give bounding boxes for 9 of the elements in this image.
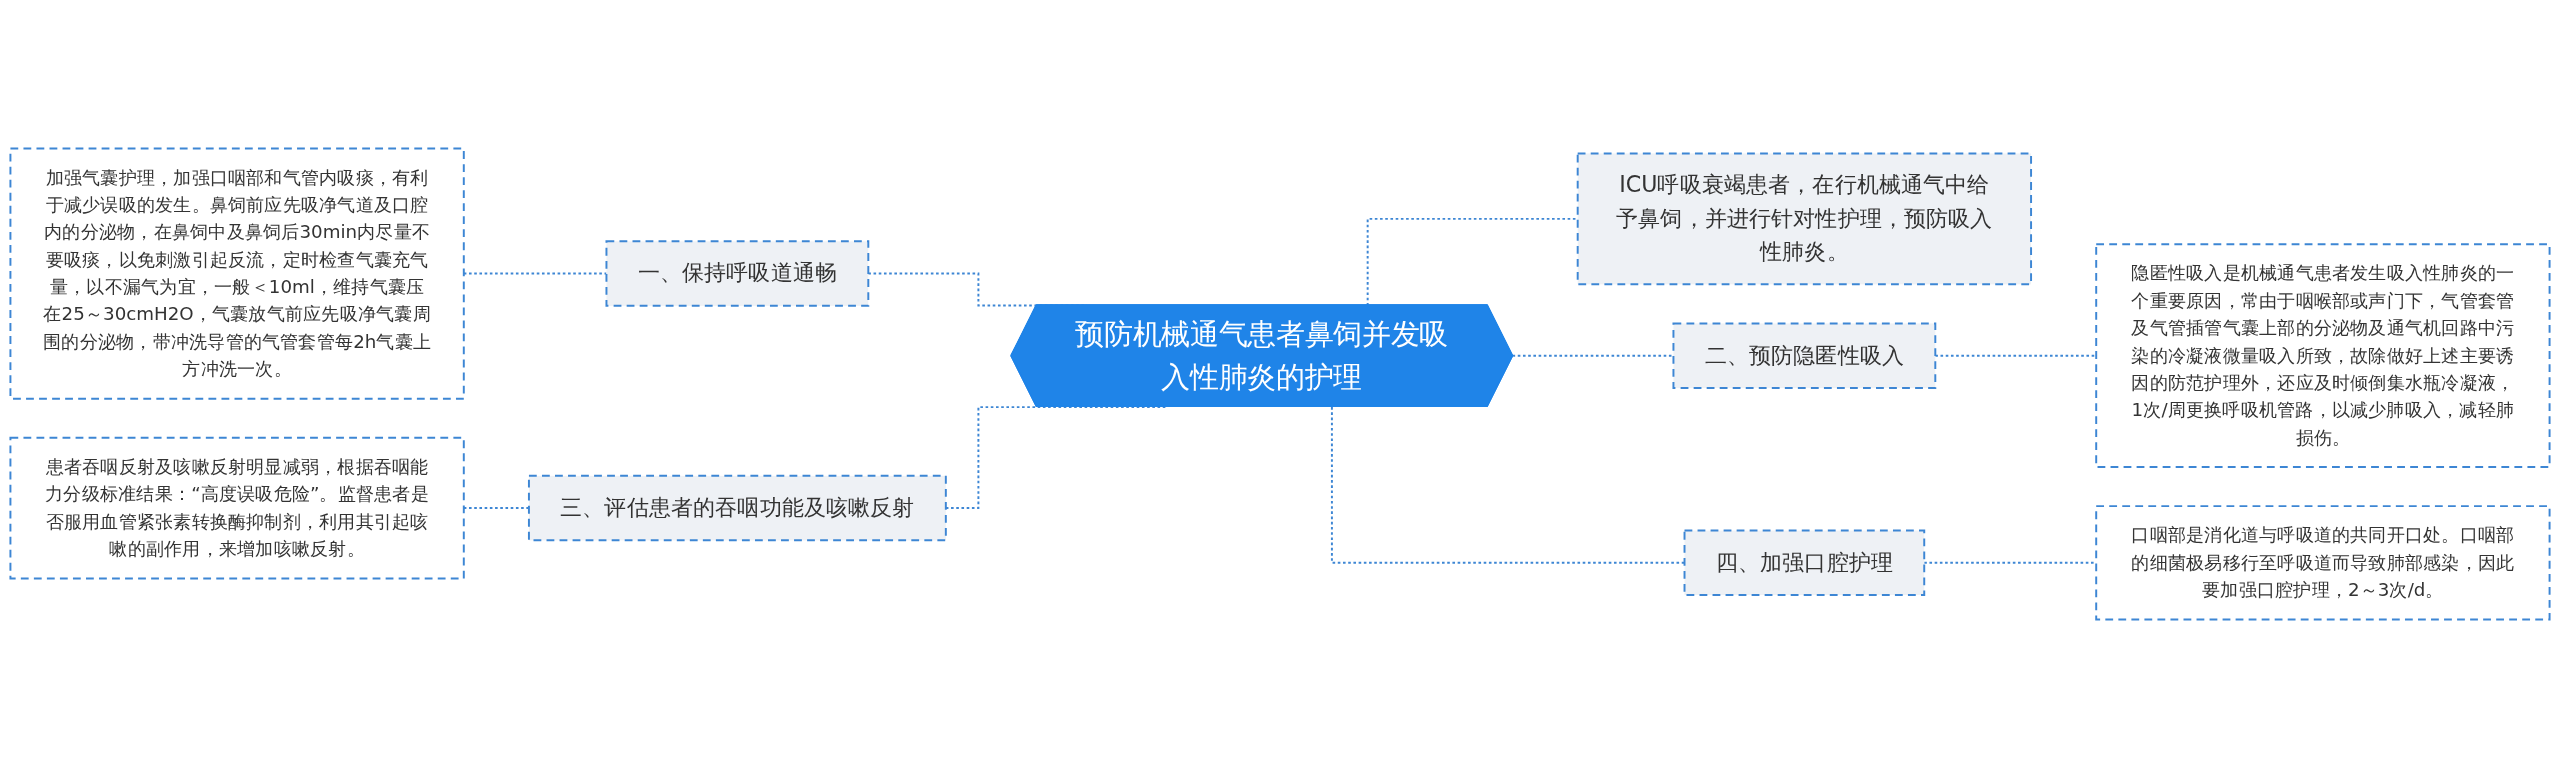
node-box: 加强气囊护理，加强口咽部和气管内吸痰，有利于减少误吸的发生。鼻饲前应先吸净气道及口腔内的分泌物，在鼻饲中及鼻饲后30min内尽量不要吸痰，以免刺激引起反流，定时检查气囊充气量，以不漏气为宜，一般＜10ml，维持气囊压在25～30cmH2O，气囊放气前应先吸净气囊周围的分泌物，带冲洗导管的气管套管每2h气囊上方冲洗一次。: [9, 147, 465, 400]
node-box: ICU呼吸衰竭患者，在行机械通气中给予鼻饲，并进行针对性护理，预防吸入性肺炎。: [1576, 152, 2033, 286]
node-box: 一、保持呼吸道通畅: [605, 240, 870, 307]
node-box: 隐匿性吸入是机械通气患者发生吸入性肺炎的一个重要原因，常由于咽喉部或声门下，气管套管及气管插管气囊上部的分泌物及通气机回路中污染的冷凝液微量吸入所致，故除做好上述主要诱因的防范护理外，还应及时倾倒集水瓶冷凝液，1次/周更换呼吸机管路，以减少肺吸入，减轻肺损伤。: [2095, 243, 2551, 469]
node-box: 四、加强口腔护理: [1683, 529, 1926, 597]
node-box: 三、评估患者的吞咽功能及咳嗽反射: [527, 474, 947, 542]
node-box: 二、预防隐匿性吸入: [1672, 322, 1937, 389]
node-box: 口咽部是消化道与呼吸道的共同开口处。口咽部的细菌极易移行至呼吸道而导致肺部感染，因此要加强口腔护理，2～3次/d。: [2095, 505, 2551, 621]
node-box: 患者吞咽反射及咳嗽反射明显减弱，根据吞咽能力分级标准结果：“高度误吸危险”。监督患者是否服用血管紧张素转换酶抑制剂，利用其引起咳嗽的副作用，来增加咳嗽反射。: [9, 436, 465, 580]
